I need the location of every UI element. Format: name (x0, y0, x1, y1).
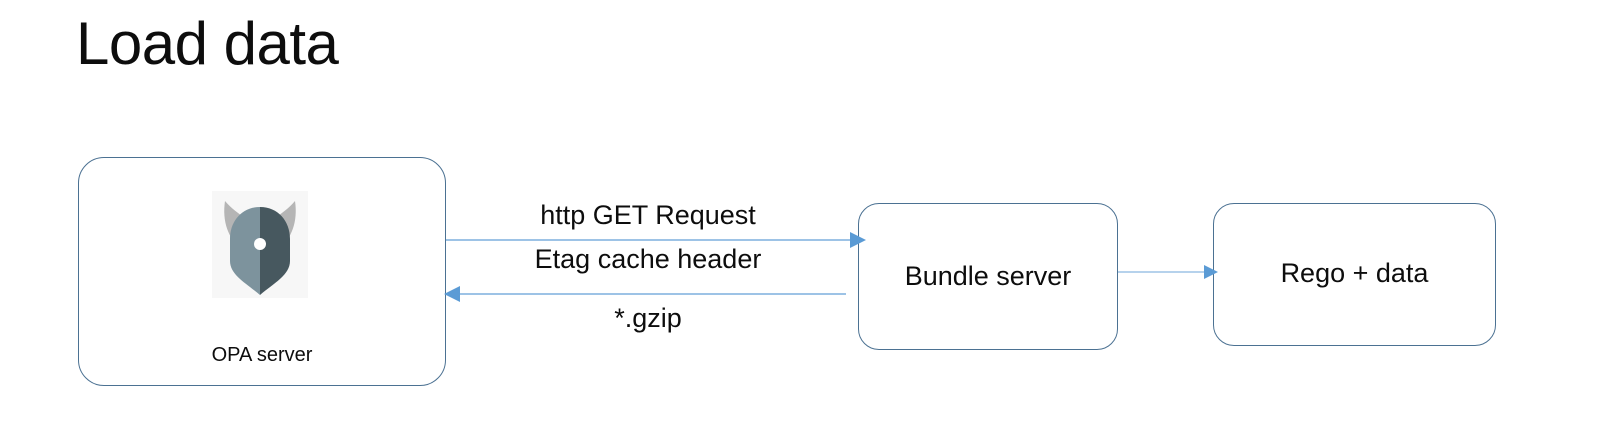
node-opa-server-label: OPA server (211, 344, 313, 366)
opa-logo-icon (212, 191, 308, 298)
page-title: Load data (76, 10, 339, 77)
node-bundle-server[interactable]: Bundle server (858, 203, 1118, 350)
edge-label-http-get-request: http GET Request (540, 200, 756, 230)
edge-label-gzip: *.gzip (614, 303, 682, 333)
node-bundle-server-label: Bundle server (904, 261, 1072, 291)
connector-bundle-to-rego-arrow (1118, 265, 1218, 279)
edge-label-etag-cache-header: Etag cache header (534, 244, 762, 274)
node-rego-data[interactable]: Rego + data (1213, 203, 1496, 346)
node-rego-data-label: Rego + data (1280, 258, 1429, 288)
